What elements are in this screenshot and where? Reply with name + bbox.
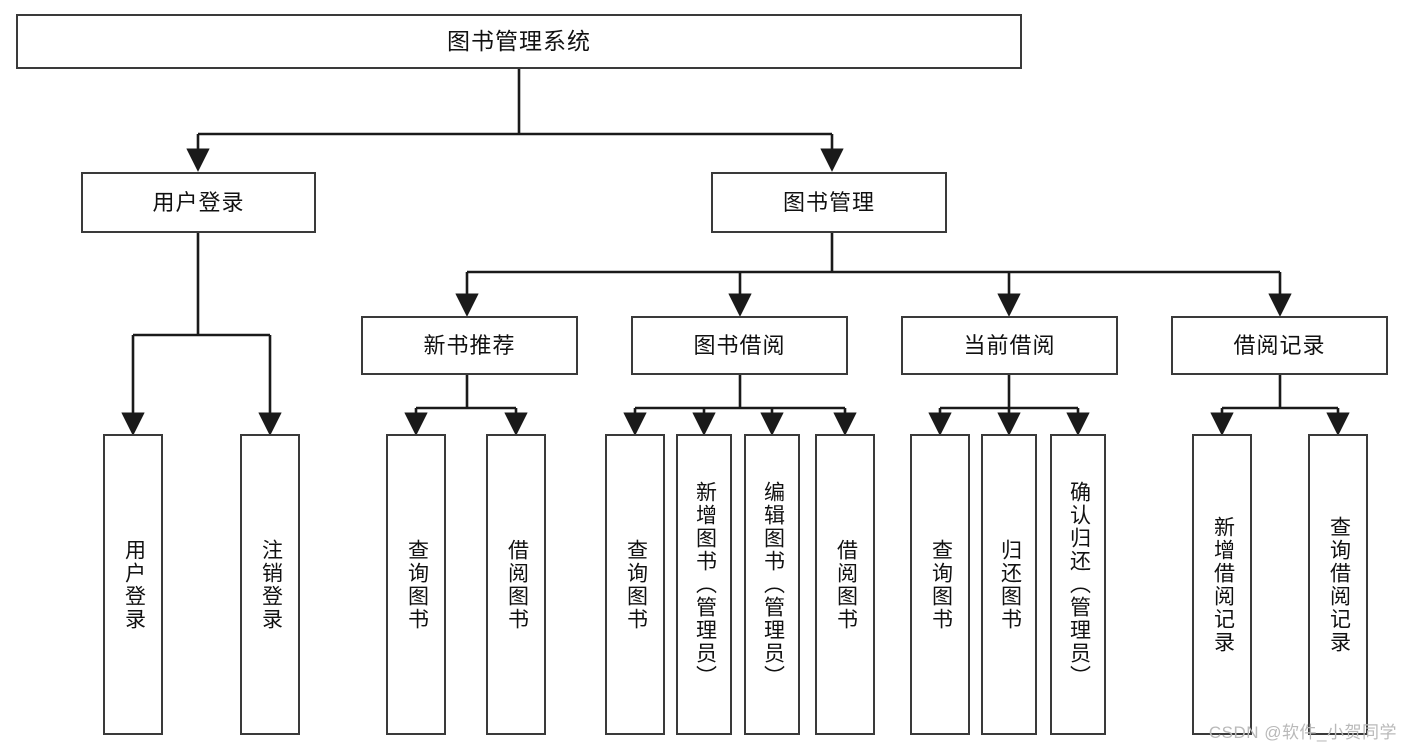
node-user-login-label: 用户登录 [152, 189, 245, 215]
node-leaf-query-book-3[interactable]: 查询图书 [910, 434, 970, 735]
node-leaf-logout-login-label: 注销登录 [259, 538, 283, 631]
node-leaf-query-book-3-label: 查询图书 [929, 538, 953, 631]
node-leaf-return-book[interactable]: 归还图书 [981, 434, 1037, 735]
node-leaf-user-login[interactable]: 用户登录 [103, 434, 163, 735]
node-leaf-return-book-label: 归还图书 [998, 538, 1022, 631]
node-leaf-borrow-book-1[interactable]: 借阅图书 [486, 434, 546, 735]
node-user-login[interactable]: 用户登录 [81, 172, 316, 233]
node-leaf-user-login-label: 用户登录 [122, 538, 146, 631]
node-borrow-record-label: 借阅记录 [1233, 332, 1326, 358]
node-leaf-query-book-1-label: 查询图书 [405, 538, 429, 631]
node-leaf-add-book[interactable]: 新增图书（管理员） [676, 434, 732, 735]
node-leaf-query-record-label: 查询借阅记录 [1327, 515, 1351, 654]
node-current-borrow-label: 当前借阅 [963, 332, 1056, 358]
node-leaf-query-book-2[interactable]: 查询图书 [605, 434, 665, 735]
node-root[interactable]: 图书管理系统 [16, 14, 1022, 69]
watermark-text: CSDN @软件_小贺同学 [1208, 723, 1397, 742]
node-root-label: 图书管理系统 [447, 28, 591, 55]
node-current-borrow[interactable]: 当前借阅 [901, 316, 1118, 375]
node-book-management[interactable]: 图书管理 [711, 172, 947, 233]
node-book-borrow-label: 图书借阅 [693, 332, 786, 358]
node-leaf-logout-login[interactable]: 注销登录 [240, 434, 300, 735]
node-book-management-label: 图书管理 [782, 189, 875, 215]
node-leaf-confirm-return[interactable]: 确认归还（管理员） [1050, 434, 1106, 735]
node-leaf-query-book-2-label: 查询图书 [624, 538, 648, 631]
node-leaf-edit-book[interactable]: 编辑图书（管理员） [744, 434, 800, 735]
node-leaf-confirm-return-label: 确认归还（管理员） [1067, 481, 1091, 688]
node-leaf-borrow-book-2-label: 借阅图书 [834, 538, 858, 631]
node-leaf-add-record-label: 新增借阅记录 [1211, 515, 1235, 654]
node-new-book-recommend-label: 新书推荐 [423, 332, 516, 358]
node-leaf-add-record[interactable]: 新增借阅记录 [1192, 434, 1252, 735]
node-leaf-borrow-book-2[interactable]: 借阅图书 [815, 434, 875, 735]
node-new-book-recommend[interactable]: 新书推荐 [361, 316, 578, 375]
node-leaf-query-record[interactable]: 查询借阅记录 [1308, 434, 1368, 735]
node-leaf-borrow-book-1-label: 借阅图书 [505, 538, 529, 631]
node-borrow-record[interactable]: 借阅记录 [1171, 316, 1388, 375]
node-leaf-query-book-1[interactable]: 查询图书 [386, 434, 446, 735]
node-leaf-edit-book-label: 编辑图书（管理员） [761, 481, 785, 688]
node-book-borrow[interactable]: 图书借阅 [631, 316, 848, 375]
node-leaf-add-book-label: 新增图书（管理员） [693, 481, 717, 688]
